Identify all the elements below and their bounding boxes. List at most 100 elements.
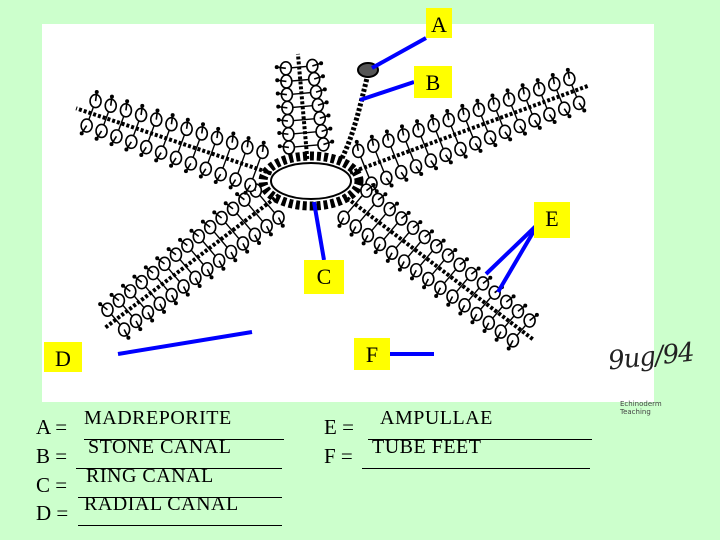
tube-foot-tip — [233, 258, 238, 263]
tube-foot-tip — [185, 292, 190, 297]
ampulla — [189, 270, 202, 286]
legend-value: AMPULLAE — [380, 407, 493, 429]
arm-1 — [274, 53, 335, 160]
tube-foot-tip — [155, 108, 160, 113]
tube-foot-tip — [505, 88, 510, 93]
ampulla — [212, 253, 226, 268]
tube-foot-tip — [277, 144, 282, 149]
tube-foot-tip — [422, 285, 427, 290]
tube-foot-tip — [231, 131, 236, 136]
tube-foot-tip — [328, 126, 333, 131]
tube-foot-tip — [434, 293, 439, 298]
arm-3 — [337, 183, 539, 351]
tube-foot-tip — [522, 131, 527, 136]
tube-foot-tip — [508, 137, 513, 142]
ampulla — [117, 322, 131, 337]
tube-foot-tip — [464, 257, 469, 262]
legend-key: A = — [36, 415, 68, 439]
arm-4 — [98, 182, 285, 340]
legend-underline — [78, 525, 282, 526]
tube-foot-tip — [319, 61, 324, 66]
tube-foot-tip — [246, 136, 251, 141]
tube-foot-tip — [567, 114, 572, 119]
tube-foot-tip — [109, 292, 114, 297]
tube-foot-tip — [277, 131, 282, 136]
tube-foot-tip — [470, 320, 475, 325]
legend-key: C = — [36, 473, 68, 497]
tube-foot-tip — [460, 103, 465, 108]
tube-foot-tip — [493, 143, 498, 148]
legend-value: RING CANAL — [86, 465, 214, 487]
tube-foot-tip — [235, 192, 240, 197]
tube-foot-tip — [482, 328, 487, 333]
tube-foot-tip — [373, 250, 378, 255]
tube-foot-tip — [322, 87, 327, 92]
tube-foot-tip — [275, 91, 280, 96]
tube-foot-tip — [223, 201, 228, 206]
tube-foot-tip — [349, 232, 354, 237]
tube-foot-tip — [374, 189, 379, 194]
tube-foot-tip — [109, 142, 114, 147]
tube-foot-tip — [198, 174, 203, 179]
ring-canal — [258, 151, 364, 211]
tube-foot-tip — [79, 131, 84, 136]
tube-foot-tip — [162, 309, 167, 314]
tube-foot-tip — [552, 120, 557, 125]
tube-foot-tip — [154, 158, 159, 163]
tube-foot-tip — [276, 117, 281, 122]
tube-foot-tip — [409, 276, 414, 281]
tube-foot-tip — [520, 83, 525, 88]
legend-value: MADREPORITE — [84, 407, 232, 429]
tube-foot-tip — [120, 283, 125, 288]
arms-group — [75, 53, 590, 351]
tube-foot-tip — [109, 94, 114, 99]
tube-foot-tip — [330, 139, 335, 144]
ampulla — [511, 303, 525, 319]
tube-foot-tip — [371, 183, 376, 188]
pointer-lines — [117, 36, 540, 356]
tube-foot-tip — [326, 113, 331, 118]
tube-foot-tip — [389, 183, 394, 188]
ampulla — [256, 144, 269, 160]
tube-foot-tip — [418, 220, 423, 225]
stone-canal — [339, 73, 371, 160]
legend-underline — [368, 439, 592, 440]
tube-foot-tip — [404, 177, 409, 182]
tube-foot-tip — [430, 114, 435, 119]
tube-foot-tip — [534, 312, 539, 317]
tube-foot-tip — [441, 238, 446, 243]
tube-foot-tip — [212, 210, 217, 215]
radial-canal — [102, 193, 281, 331]
legend-key: D = — [36, 501, 69, 525]
label-e: E — [534, 202, 570, 238]
tube-foot-tip — [139, 152, 144, 157]
tube-foot-tip — [125, 99, 130, 104]
radial-canal — [75, 106, 273, 176]
tube-foot-tip — [261, 140, 266, 145]
ampulla — [563, 71, 576, 87]
credit-text: Echinoderm Teaching — [620, 400, 662, 416]
ampulla — [397, 128, 410, 143]
tube-foot-tip — [434, 166, 439, 171]
tube-foot-tip — [369, 134, 374, 139]
tube-foot-tip — [140, 103, 145, 108]
tube-foot-tip — [385, 258, 390, 263]
legend-underline — [84, 439, 284, 440]
tube-foot-tip — [138, 327, 143, 332]
tube-foot-tip — [243, 190, 248, 195]
tube-foot-tip — [280, 223, 285, 228]
label-c: C — [304, 260, 344, 294]
tube-foot-tip — [245, 249, 250, 254]
tube-foot-tip — [94, 136, 99, 141]
tube-foot-tip — [354, 139, 359, 144]
tube-foot-tip — [458, 311, 463, 316]
pointer-d — [117, 330, 253, 356]
tube-foot-tip — [550, 72, 555, 77]
tube-foot-tip — [228, 185, 233, 190]
ampulla — [317, 137, 330, 152]
tube-foot-tip — [488, 275, 493, 280]
diagram-panel: A B C D E F 9ug/94 Echinoderm Teaching — [42, 8, 695, 416]
tube-foot-tip — [453, 247, 458, 252]
tube-foot-tip — [170, 113, 175, 118]
tube-foot-tip — [535, 78, 540, 83]
